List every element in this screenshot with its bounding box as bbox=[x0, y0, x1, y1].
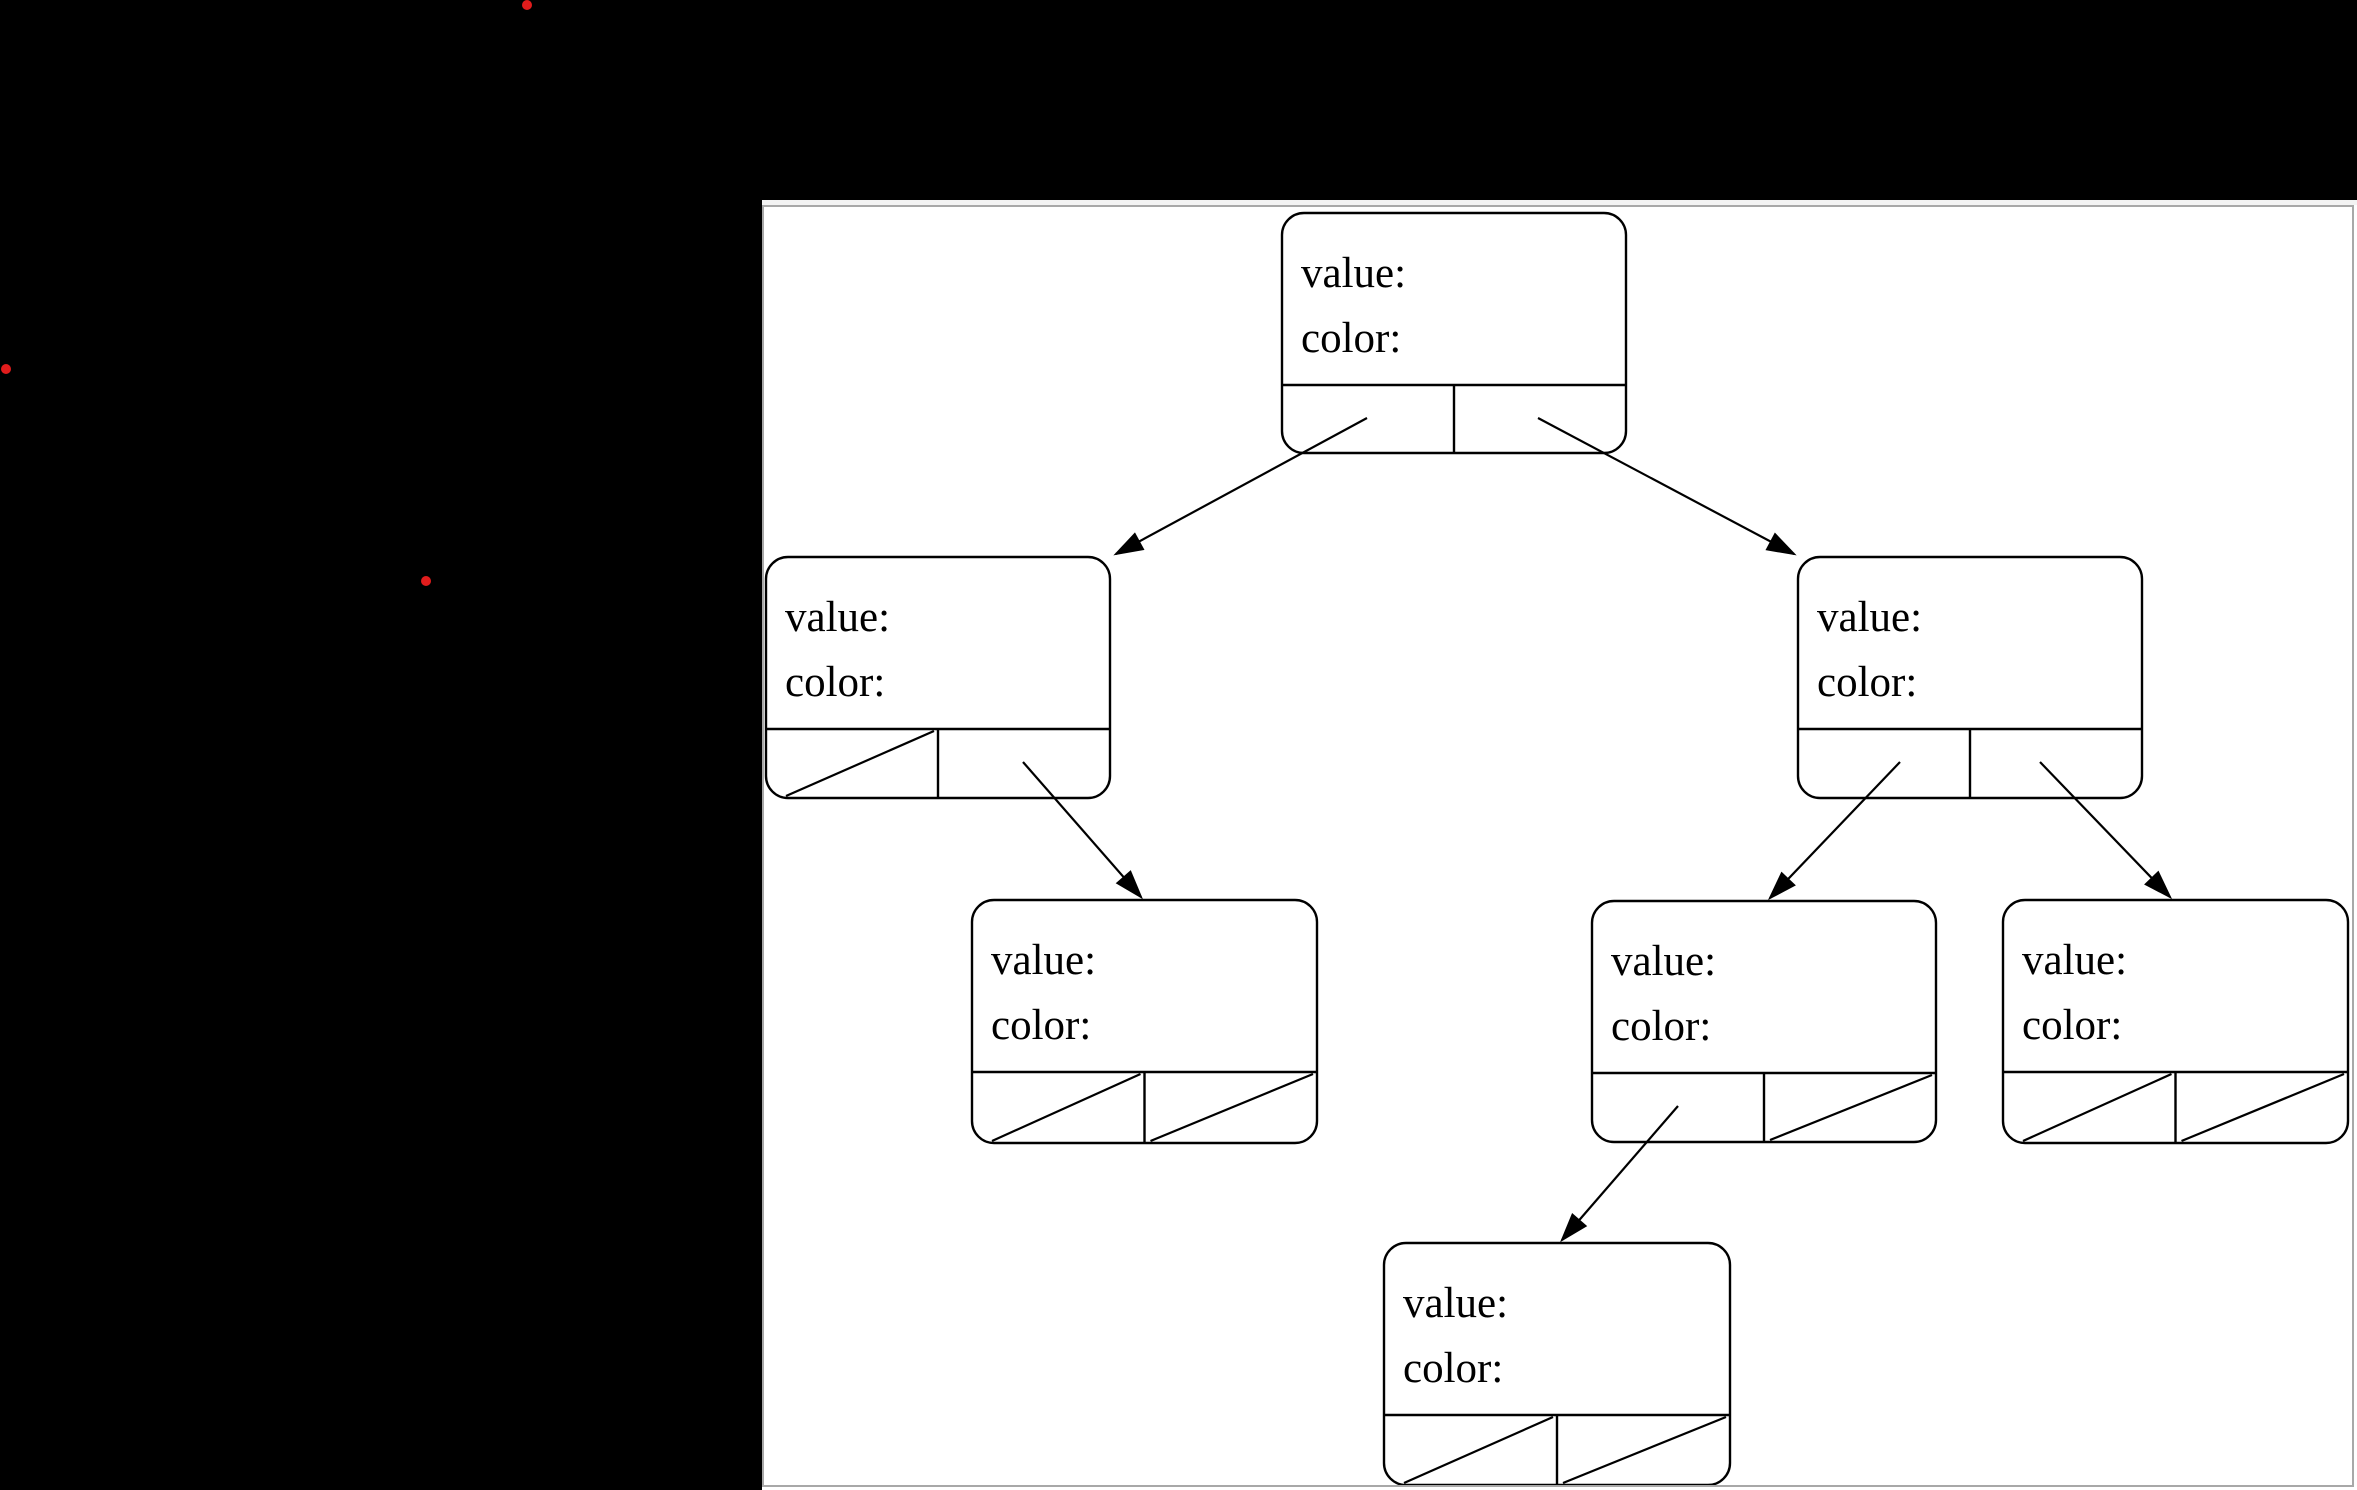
tree-node-right-right: value: color: bbox=[2001, 898, 2350, 1145]
panel-top-strip bbox=[762, 200, 2357, 205]
null-right-pointer-slash bbox=[2181, 1072, 2345, 1143]
tree-node-root: value: color: bbox=[1280, 211, 1628, 455]
tree-node-right-left: value: color: bbox=[1590, 899, 1938, 1144]
edge-right-right-to-right-right bbox=[2039, 761, 2173, 900]
tree-node-right-left-left: value: color: bbox=[1382, 1241, 1732, 1487]
node-color-label: color: bbox=[2022, 1002, 2122, 1049]
red-annotation-dot-1 bbox=[522, 0, 532, 10]
red-annotation-dot-3 bbox=[421, 576, 431, 586]
edge-root-left-to-left bbox=[1113, 417, 1368, 556]
tree-diagram: value:color:value:color:value:color:valu… bbox=[764, 211, 2350, 1487]
node-color-label: color: bbox=[991, 1002, 1091, 1049]
red-annotation-dot-2 bbox=[1, 364, 11, 374]
node-color-label: color: bbox=[1301, 315, 1401, 362]
edge-root-right-to-right bbox=[1537, 417, 1797, 556]
node-value-label: value: bbox=[2022, 937, 2127, 984]
node-value-label: value: bbox=[1611, 938, 1716, 985]
node-value-label: value: bbox=[785, 594, 890, 641]
tree-node-left: value: color: bbox=[764, 555, 1112, 800]
node-value-label: value: bbox=[1301, 250, 1406, 297]
null-right-pointer-slash bbox=[1769, 1073, 1933, 1142]
node-value-label: value: bbox=[991, 937, 1096, 984]
node-color-label: color: bbox=[1403, 1345, 1503, 1392]
node-color-label: color: bbox=[1611, 1003, 1711, 1050]
edge-left-right-to-left-right bbox=[1022, 761, 1143, 900]
tree-node-left-right: value: color: bbox=[970, 898, 1319, 1145]
node-value-label: value: bbox=[1403, 1280, 1508, 1327]
null-left-pointer-slash bbox=[991, 1072, 1141, 1143]
tree-node-right: value: color: bbox=[1796, 555, 2144, 800]
edge-right-left-to-right-left bbox=[1767, 761, 1901, 901]
null-right-pointer-slash bbox=[1562, 1415, 1727, 1485]
edge-right-left-left-to-right-left-left bbox=[1560, 1105, 1679, 1243]
null-right-pointer-slash bbox=[1150, 1072, 1314, 1143]
null-left-pointer-slash bbox=[785, 729, 935, 798]
null-left-pointer-slash bbox=[2022, 1072, 2172, 1143]
diagram-panel: value:color:value:color:value:color:valu… bbox=[762, 200, 2357, 1490]
node-value-label: value: bbox=[1817, 594, 1922, 641]
null-left-pointer-slash bbox=[1403, 1415, 1554, 1485]
node-color-label: color: bbox=[1817, 659, 1917, 706]
node-color-label: color: bbox=[785, 659, 885, 706]
